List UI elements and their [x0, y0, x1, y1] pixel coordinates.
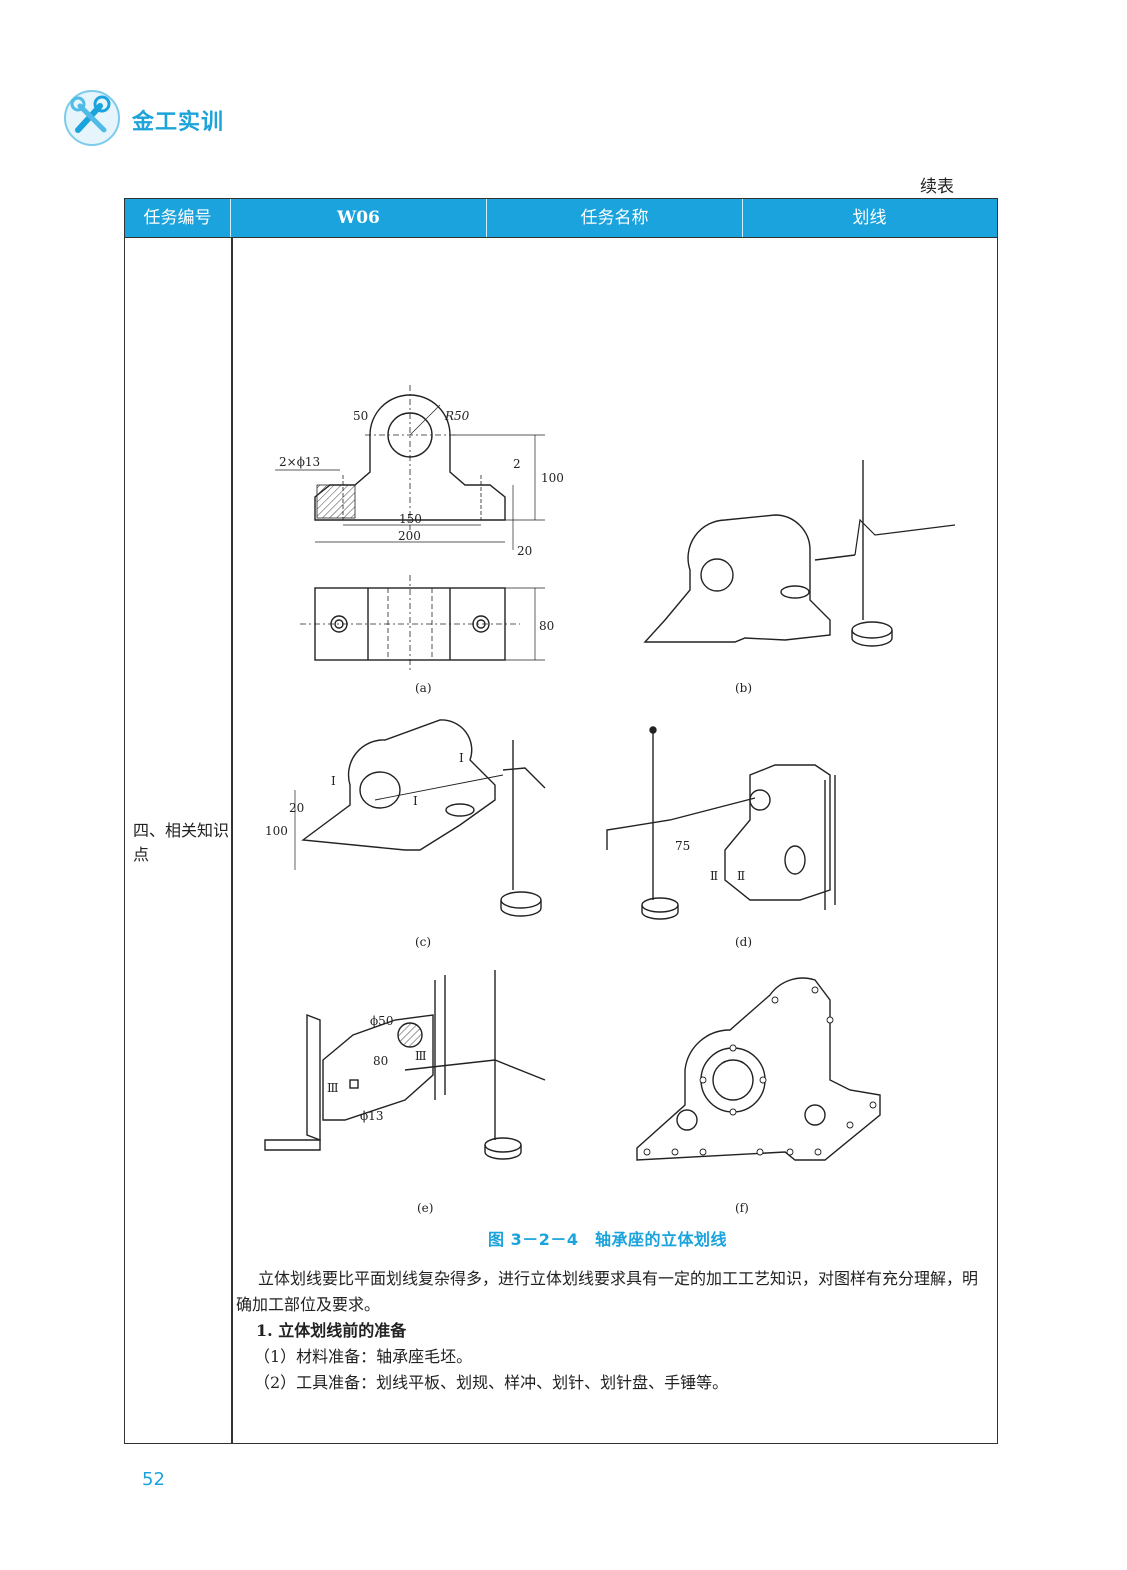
- book-title: 金工实训: [132, 110, 225, 135]
- subfigure-label-c: (c): [415, 935, 431, 949]
- dim-a-3: 2: [513, 457, 521, 471]
- header-divider: [125, 237, 997, 238]
- dim-a-5: 150: [399, 512, 422, 526]
- subfigure-e-drawing: [264, 970, 546, 1160]
- dim-e-4: ϕ13: [360, 1109, 383, 1123]
- table-header-row: 任务编号 W06 任务名称 划线: [125, 199, 997, 237]
- dim-e-3: Ⅲ: [327, 1081, 339, 1095]
- dim-c-1: I: [459, 751, 464, 765]
- dim-a-4: 100: [541, 471, 564, 485]
- dim-a-7: 20: [517, 544, 532, 558]
- body-text: 立体划线要比平面划线复杂得多，进行立体划线要求具有一定的加工工艺知识，对图样有充…: [236, 1266, 992, 1396]
- dim-c-2: I: [413, 794, 418, 808]
- header-task-number-label: 任务编号: [125, 199, 231, 237]
- subfigure-c-drawing: [294, 719, 546, 917]
- dim-e-0: ϕ50: [370, 1014, 393, 1028]
- section-heading: 1. 立体划线前的准备: [256, 1321, 407, 1340]
- dim-c-3: 20: [289, 801, 304, 815]
- subfigure-label-e: (e): [417, 1201, 433, 1215]
- dim-d-0: 75: [675, 839, 690, 853]
- page-number: 52: [142, 1469, 165, 1490]
- subfigure-d-drawing: [606, 726, 836, 920]
- dim-c-4: 100: [265, 824, 288, 838]
- header-task-name-label: 任务名称: [487, 199, 743, 237]
- header-task-name-value: 划线: [852, 208, 887, 228]
- header-task-number-value: W06: [231, 199, 487, 237]
- subfigure-a-top-view: [300, 575, 545, 672]
- dim-a-6: 200: [398, 529, 421, 543]
- dim-e-1: 80: [373, 1054, 388, 1068]
- list-item: （2）工具准备：划线平板、划规、样冲、划针、划针盘、手锤等。: [254, 1373, 729, 1392]
- body-paragraph: 立体划线要比平面划线复杂得多，进行立体划线要求具有一定的加工工艺知识，对图样有充…: [236, 1269, 979, 1314]
- subfigure-b-drawing: [643, 460, 956, 647]
- figure-caption: 图 3－2－4 轴承座的立体划线: [488, 1230, 727, 1249]
- list-item: （1）材料准备：轴承座毛坯。: [254, 1347, 473, 1366]
- dim-a-8: 80: [539, 619, 554, 633]
- continuation-label: 续表: [920, 177, 954, 197]
- subfigure-f-drawing: [636, 977, 881, 1161]
- subfigure-label-a: (a): [415, 681, 432, 695]
- column-divider: [231, 237, 233, 1443]
- subfigure-label-d: (d): [735, 935, 752, 949]
- task-table: 任务编号 W06 任务名称 划线 四、相关知识点: [124, 198, 998, 1444]
- dim-d-1: Ⅱ: [710, 869, 718, 883]
- dim-e-2: Ⅲ: [415, 1049, 427, 1063]
- subfigure-a-front-view: [275, 385, 545, 550]
- dim-a-0: 50: [353, 409, 368, 423]
- figure-3-2-4: 50 R50 2×ϕ13 2 100 150 200 20 80 I I I 2…: [264, 385, 956, 1215]
- dim-a-1: R50: [444, 409, 470, 423]
- book-logo-icon: [64, 90, 120, 146]
- dim-a-2: 2×ϕ13: [279, 455, 320, 469]
- dim-c-0: I: [331, 774, 336, 788]
- dim-d-2: Ⅱ: [737, 869, 745, 883]
- subfigure-label-b: (b): [735, 681, 752, 695]
- section-label: 四、相关知识点: [133, 821, 230, 864]
- subfigure-label-f: (f): [735, 1201, 749, 1215]
